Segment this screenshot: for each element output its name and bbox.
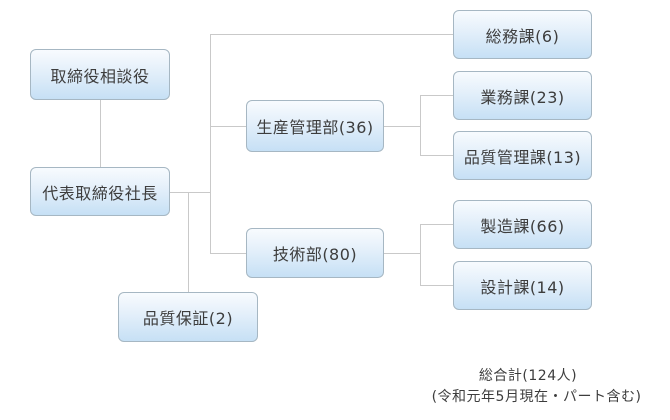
- total-headcount-text: 総合計(124人): [478, 368, 578, 384]
- org-node-engineering-dept: 技術部(80): [246, 228, 384, 278]
- org-node-label: 品質管理課(13): [463, 147, 582, 167]
- org-node-general-affairs-section: 総務課(6): [453, 10, 592, 59]
- org-node-manufacturing-section: 製造課(66): [453, 200, 592, 249]
- org-node-business-section: 業務課(23): [453, 71, 592, 120]
- org-node-label: 取締役相談役: [50, 66, 150, 86]
- asof-date-note-text: (令和元年5月現在・パート含む): [431, 389, 642, 405]
- org-node-label: 生産管理部(36): [256, 118, 374, 137]
- org-node-production-control-dept: 生産管理部(36): [246, 100, 384, 152]
- org-node-label: 技術部(80): [272, 245, 358, 264]
- org-node-design-section: 設計課(14): [453, 261, 592, 310]
- org-node-label: 製造課(66): [480, 216, 565, 236]
- org-node-label: 業務課(23): [480, 87, 565, 107]
- org-node-chairman-advisor: 取締役相談役: [30, 49, 170, 100]
- org-node-label: 設計課(14): [480, 277, 565, 297]
- org-node-label: 品質保証(2): [142, 309, 234, 328]
- org-node-quality-control-section: 品質管理課(13): [453, 131, 592, 180]
- org-node-quality-assurance: 品質保証(2): [118, 292, 258, 342]
- org-node-label: 代表取締役社長: [42, 183, 158, 203]
- org-node-label: 総務課(6): [485, 26, 560, 46]
- org-node-president: 代表取締役社長: [30, 167, 170, 216]
